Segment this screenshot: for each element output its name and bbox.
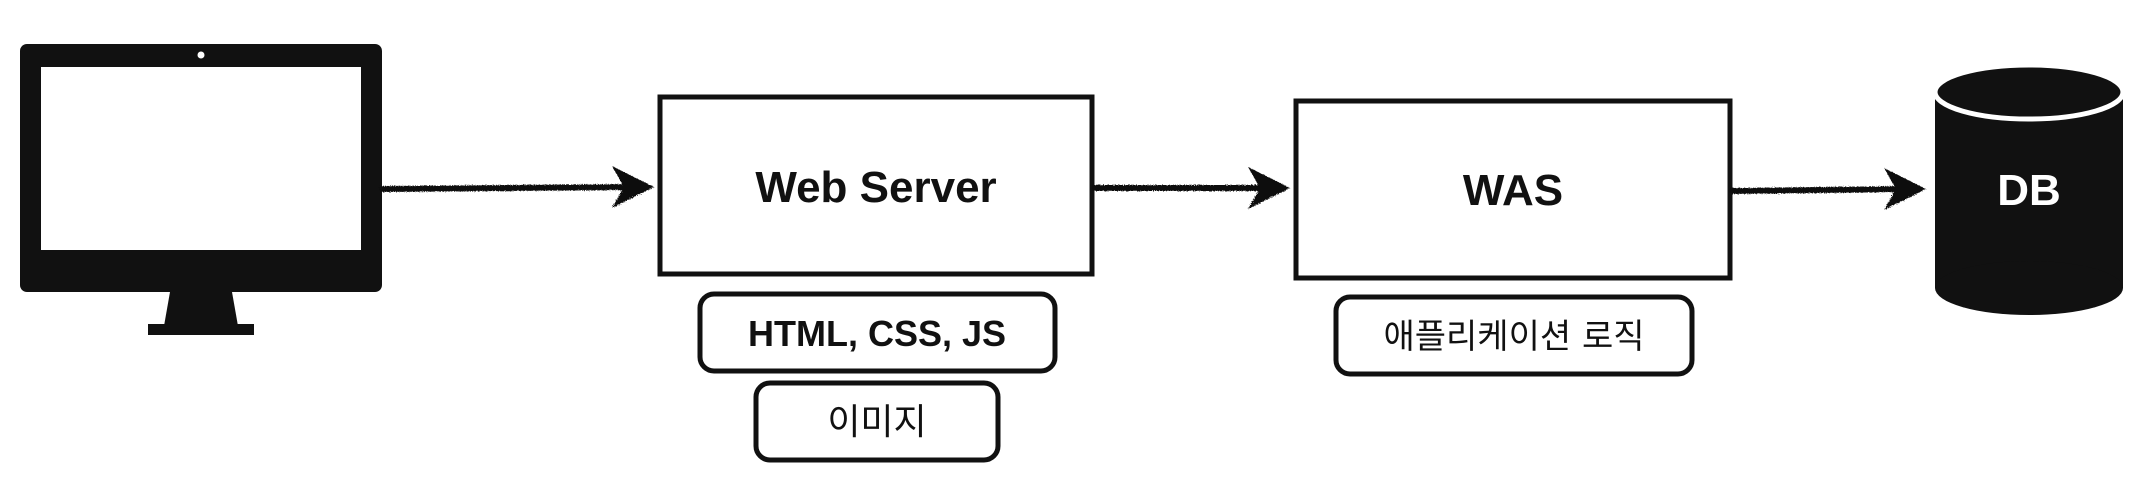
db-label: DB: [1997, 166, 2061, 215]
web-server-label: Web Server: [755, 163, 996, 212]
tag-images-label: 이미지: [827, 402, 926, 443]
tag-app-logic-label: 애플리케이션 로직: [1383, 317, 1644, 357]
monitor-icon: [20, 44, 382, 335]
tag-static-files-label: HTML, CSS, JS: [748, 313, 1006, 354]
web-server-node: Web Server: [657, 94, 1095, 277]
tag-app-logic: 애플리케이션 로직: [1333, 294, 1695, 377]
tag-static-files: HTML, CSS, JS: [697, 291, 1058, 374]
was-label: WAS: [1463, 166, 1563, 215]
was-node: WAS: [1293, 98, 1733, 281]
arrow-was-to-db: [1729, 168, 1926, 210]
tag-images: 이미지: [753, 380, 1001, 463]
arrow-webserver-to-was: [1091, 167, 1290, 209]
database-cylinder-icon: DB: [1932, 62, 2126, 315]
arrow-client-to-webserver: [379, 166, 654, 208]
